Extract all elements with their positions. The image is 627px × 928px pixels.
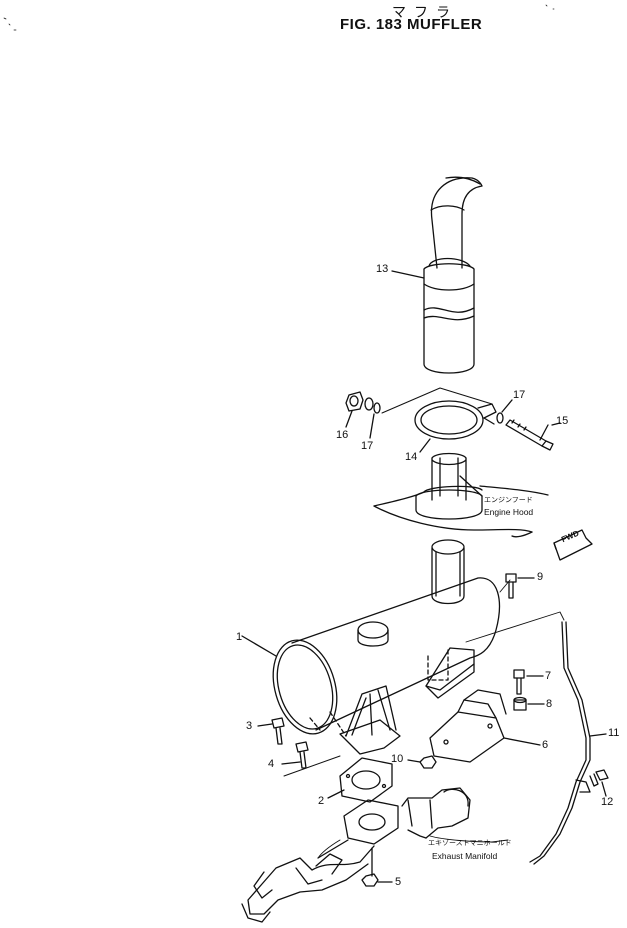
callout-9: 9 <box>537 571 544 583</box>
engine-hood-label: Engine Hood <box>484 507 534 517</box>
part-1-muffler <box>242 578 510 754</box>
callout-12: 12 <box>601 796 614 808</box>
part-7-bolt <box>514 670 543 694</box>
exhaust-manifold-label-japanese: エキゾーストマニホールド <box>428 839 512 847</box>
callout-14: 14 <box>405 451 418 463</box>
callout-17-right: 17 <box>513 389 526 401</box>
exhaust-manifold <box>242 788 508 922</box>
part-6-bracket <box>430 690 540 762</box>
callout-8: 8 <box>546 698 553 710</box>
callout-15: 15 <box>556 415 569 427</box>
part-15-bolt <box>506 420 560 450</box>
callout-13: 13 <box>376 263 389 275</box>
exhaust-manifold-label: Exhaust Manifold <box>432 851 498 861</box>
part-3-bolt <box>258 718 284 744</box>
callout-2: 2 <box>318 795 325 807</box>
scan-specks <box>4 5 554 30</box>
figure-title-japanese: マフラ <box>392 5 458 21</box>
callout-3: 3 <box>246 720 253 732</box>
callout-4: 4 <box>268 758 275 770</box>
figure-title: FIG. 183 MUFFLER <box>340 16 483 33</box>
callout-17-left: 17 <box>361 440 374 452</box>
part-4-bolt <box>282 742 308 768</box>
engine-hood-panel <box>374 454 548 537</box>
engine-hood-label-japanese: エンジンフード <box>484 496 533 504</box>
part-5-nut <box>362 874 392 886</box>
part-17-washer-left <box>365 398 380 438</box>
part-13-exhaust-pipe <box>392 177 482 373</box>
muffler-outlet-pipe <box>432 540 464 604</box>
part-9-bolt <box>506 574 534 598</box>
callout-10: 10 <box>391 753 404 765</box>
callout-16: 16 <box>336 429 349 441</box>
fwd-arrow-icon <box>554 530 592 560</box>
part-10-nut <box>408 756 436 768</box>
part-11-rod <box>466 612 606 864</box>
part-2-gasket <box>328 758 392 802</box>
callout-5: 5 <box>395 876 402 888</box>
callout-7: 7 <box>545 670 552 682</box>
part-14-clamp <box>415 401 496 452</box>
part-8-spacer <box>514 698 544 711</box>
callout-6: 6 <box>542 739 549 751</box>
callout-11: 11 <box>608 727 620 739</box>
part-12-bolt <box>590 770 608 796</box>
callout-1: 1 <box>236 631 243 643</box>
part-17-washer-right <box>497 400 512 423</box>
part-16-nut <box>346 392 363 427</box>
